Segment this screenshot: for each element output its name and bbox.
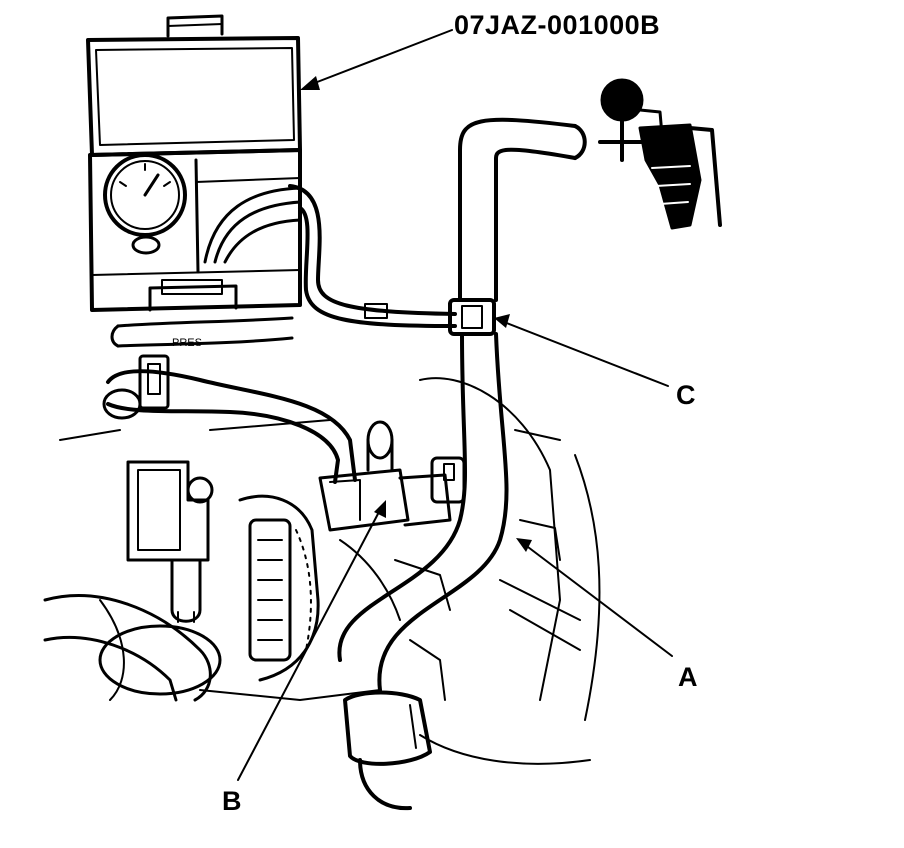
leader-c	[503, 321, 669, 387]
part-number-label: 07JAZ-001000B	[454, 10, 661, 40]
hand-vacuum-pump	[598, 78, 722, 230]
callout-b-label: B	[222, 786, 242, 816]
callout-c-label: C	[676, 380, 696, 410]
hose-stamp: PRES	[172, 337, 202, 349]
leader-lines	[237, 29, 673, 781]
engine-components	[43, 354, 601, 765]
leader-part-number	[311, 29, 453, 85]
leader-b	[237, 509, 381, 781]
pressure-tester-case	[86, 14, 302, 312]
vacuum-hose-a	[337, 117, 587, 811]
t-connector-c	[448, 298, 496, 336]
callout-a-label: A	[678, 662, 698, 692]
leader-a	[523, 543, 673, 657]
tester-hose: PRES	[110, 184, 457, 349]
